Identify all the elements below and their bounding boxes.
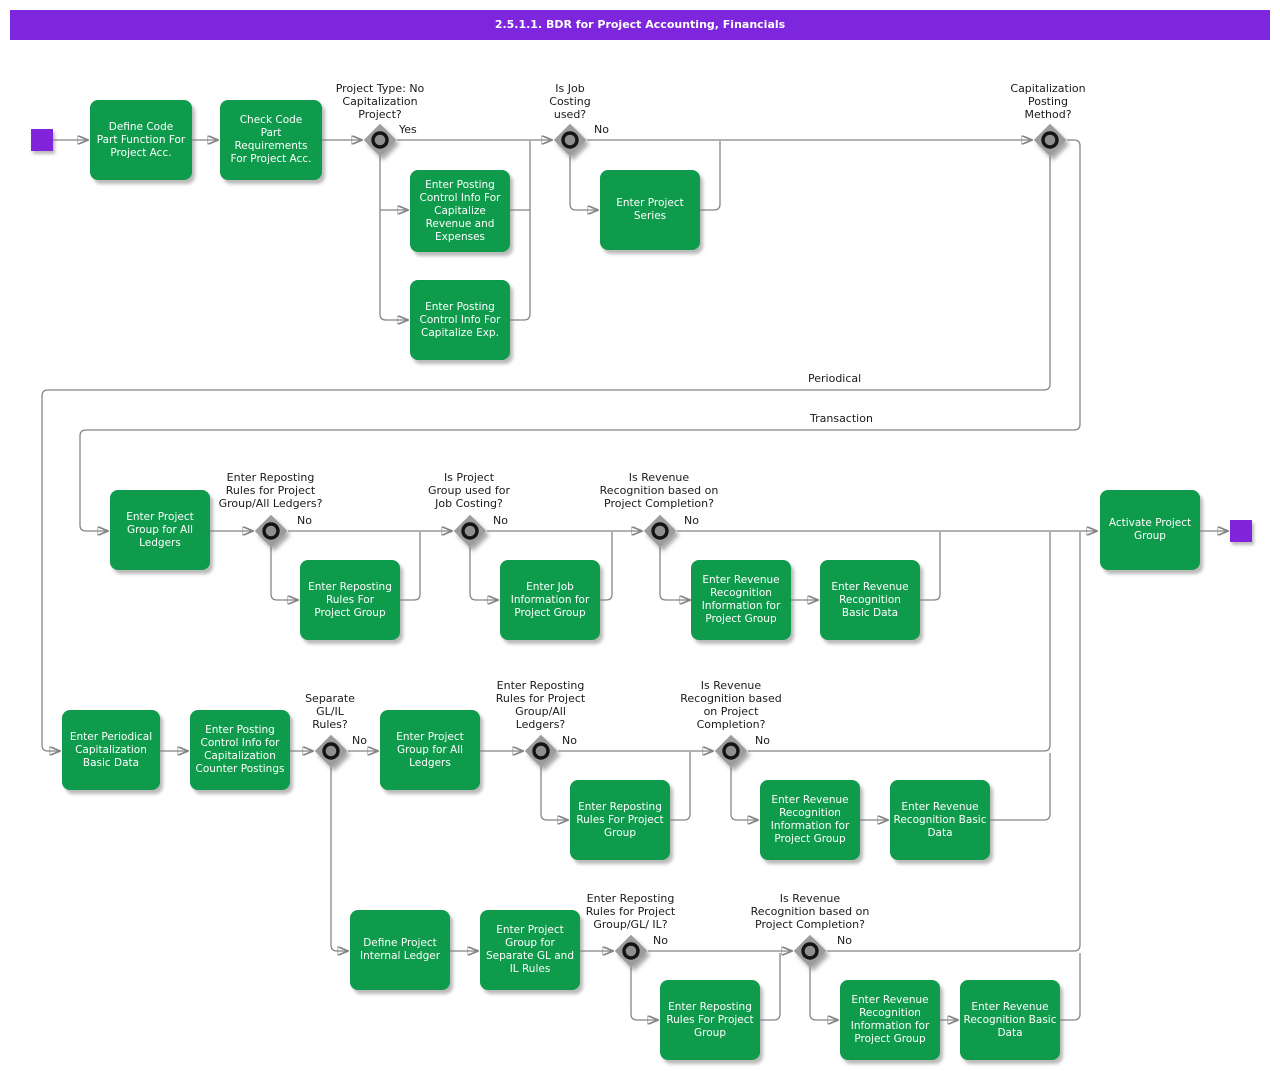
task-check-code-part[interactable]: Check Code Part Requirements For Project… [220,100,322,180]
label-yes-project-type: Yes [399,123,417,136]
edge-repostbox1-out [400,532,421,601]
edge-jobcosting-down [569,156,597,210]
label-separate-gl-il: Separate GL/IL Rules? [305,692,355,731]
task-rev-rec-basic-1[interactable]: Enter Revenue Recognition Basic Data [820,560,920,640]
decision-project-type[interactable] [363,123,397,157]
edge-groupjob-down [469,547,497,600]
task-posting-cap-exp[interactable]: Enter Posting Control Info For Capitaliz… [410,280,510,360]
task-posting-counter[interactable]: Enter Posting Control Info for Capitaliz… [190,710,290,790]
task-project-series[interactable]: Enter Project Series [600,170,700,250]
decision-job-costing[interactable] [553,123,587,157]
label-no-group-job: No [493,514,508,527]
edge-repostbox3-out [760,953,781,1021]
edge-separate-down [330,767,347,951]
start-node[interactable] [31,129,53,151]
label-no-rev-rec-3: No [837,934,852,947]
label-repost-all-ledgers-1: Enter Reposting Rules for Project Group/… [218,471,323,510]
edge-repostbox2-out [670,752,691,821]
edge-projecttype-down [379,156,407,320]
task-rev-rec-basic-3[interactable]: Enter Revenue Recognition Basic Data [960,980,1060,1060]
page-title: 2.5.1.1. BDR for Project Accounting, Fin… [10,10,1270,40]
decision-rev-rec-completion-3[interactable] [793,934,827,968]
label-job-costing: Is Job Costing used? [549,82,591,121]
label-no-repost-3: No [653,934,668,947]
task-project-group-sep-gl-il[interactable]: Enter Project Group for Separate GL and … [480,910,580,990]
edge-projectseries-out [700,141,721,211]
edge-basic2-out [990,753,1051,821]
task-job-information[interactable]: Enter Job Information for Project Group [500,560,600,640]
label-project-type: Project Type: No Capitalization Project? [335,82,425,121]
task-rev-rec-info-3[interactable]: Enter Revenue Recognition Information fo… [840,980,940,1060]
task-periodical-basic-data[interactable]: Enter Periodical Capitalization Basic Da… [62,710,160,790]
label-transaction: Transaction [810,412,873,425]
task-define-internal-ledger[interactable]: Define Project Internal Ledger [350,910,450,990]
edge-repost1-down [270,547,297,600]
label-periodical: Periodical [808,372,862,385]
task-define-code-part[interactable]: Define Code Part Function For Project Ac… [90,100,192,180]
end-node[interactable] [1230,520,1252,542]
decision-rev-rec-completion-1[interactable] [643,514,677,548]
decision-repost-all-ledgers-2[interactable] [524,734,558,768]
task-posting-cap-rev[interactable]: Enter Posting Control Info For Capitaliz… [410,170,510,252]
decision-rev-rec-completion-2[interactable] [714,734,748,768]
label-repost-all-ledgers-2: Enter Reposting Rules for Project Group/… [495,679,586,731]
decision-group-job-costing[interactable] [453,514,487,548]
label-no-repost-1: No [297,514,312,527]
edge-repost3-down [630,967,657,1020]
task-reposting-rules-2[interactable]: Enter Reposting Rules For Project Group [570,780,670,860]
label-no-rev-rec-2: No [755,734,770,747]
edge-revrec3-down [809,967,837,1020]
decision-repost-all-ledgers-1[interactable] [254,514,288,548]
task-activate-project-group[interactable]: Activate Project Group [1100,490,1200,570]
label-rev-rec-completion-1: Is Revenue Recognition based on Project … [599,471,719,510]
task-rev-rec-info-2[interactable]: Enter Revenue Recognition Information fo… [760,780,860,860]
label-rev-rec-completion-3: Is Revenue Recognition based on Project … [750,892,870,931]
decision-repost-gl-il[interactable] [614,934,648,968]
edge-repost2-down [540,767,567,820]
label-rev-rec-completion-2: Is Revenue Recognition based on Project … [680,679,782,731]
label-no-job-costing: No [594,123,609,136]
label-no-repost-2: No [562,734,577,747]
label-group-job-costing: Is Project Group used for Job Costing? [427,471,511,510]
edge-revrec1-down [659,547,689,600]
task-project-group-all-1[interactable]: Enter Project Group for All Ledgers [110,490,210,570]
decision-separate-gl-il[interactable] [314,734,348,768]
edge-periodical [41,156,1051,751]
label-cap-posting-method: Capitalization Posting Method? [1010,82,1086,121]
edge-basic1-out [920,532,941,601]
label-no-separate: No [352,734,367,747]
task-project-group-all-2[interactable]: Enter Project Group for All Ledgers [380,710,480,790]
label-repost-gl-il: Enter Reposting Rules for Project Group/… [585,892,676,931]
edge-revrec2-no-up [748,532,1051,752]
task-rev-rec-info-1[interactable]: Enter Revenue Recognition Information fo… [691,560,791,640]
task-reposting-rules-1[interactable]: Enter Reposting Rules For Project Group [300,560,400,640]
edge-jobinfo-out [600,532,613,601]
edge-revrec2-down [730,767,757,820]
task-rev-rec-basic-2[interactable]: Enter Revenue Recognition Basic Data [890,780,990,860]
edge-transaction [79,139,1081,531]
task-reposting-rules-3[interactable]: Enter Reposting Rules For Project Group [660,980,760,1060]
edge-cap-exp-out [510,141,531,321]
decision-cap-posting-method[interactable] [1033,123,1067,157]
edge-basic3-out [1060,953,1081,1021]
label-no-rev-rec-1: No [684,514,699,527]
edge-revrec3-no-up [827,532,1081,952]
